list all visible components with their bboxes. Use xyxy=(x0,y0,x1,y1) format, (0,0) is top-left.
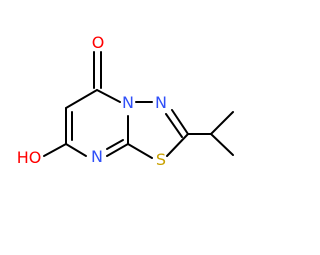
atom-sulfur: S xyxy=(156,150,166,169)
atom-nitrogen-n8: N xyxy=(91,147,103,166)
atom-hydroxyl: HO xyxy=(17,148,42,167)
bond-c7-oh xyxy=(43,143,67,157)
bond-c5-c6 xyxy=(65,89,98,109)
bonds xyxy=(43,51,234,159)
bond-s-c8a xyxy=(127,143,153,159)
atom-oxygen-carbonyl: O xyxy=(92,33,105,52)
bond-ch-me2 xyxy=(210,133,234,156)
molecule-structure: O N N N S HO xyxy=(17,33,234,169)
bond-c7-n8 xyxy=(65,143,87,157)
bond-n3-c2-b xyxy=(165,113,183,138)
bond-n3-c2-a xyxy=(171,109,189,135)
bond-ch-me1 xyxy=(210,111,234,135)
atom-nitrogen-n3: N xyxy=(155,93,167,112)
atom-nitrogen-n4: N xyxy=(122,93,134,112)
molecule-figure: O N N N S HO xyxy=(17,33,234,169)
bond-c2-s xyxy=(166,133,189,157)
bond-n8-c8a-a xyxy=(106,143,129,157)
bond-n8-c8a-b xyxy=(106,139,124,150)
bond-n4-c5 xyxy=(96,89,121,103)
